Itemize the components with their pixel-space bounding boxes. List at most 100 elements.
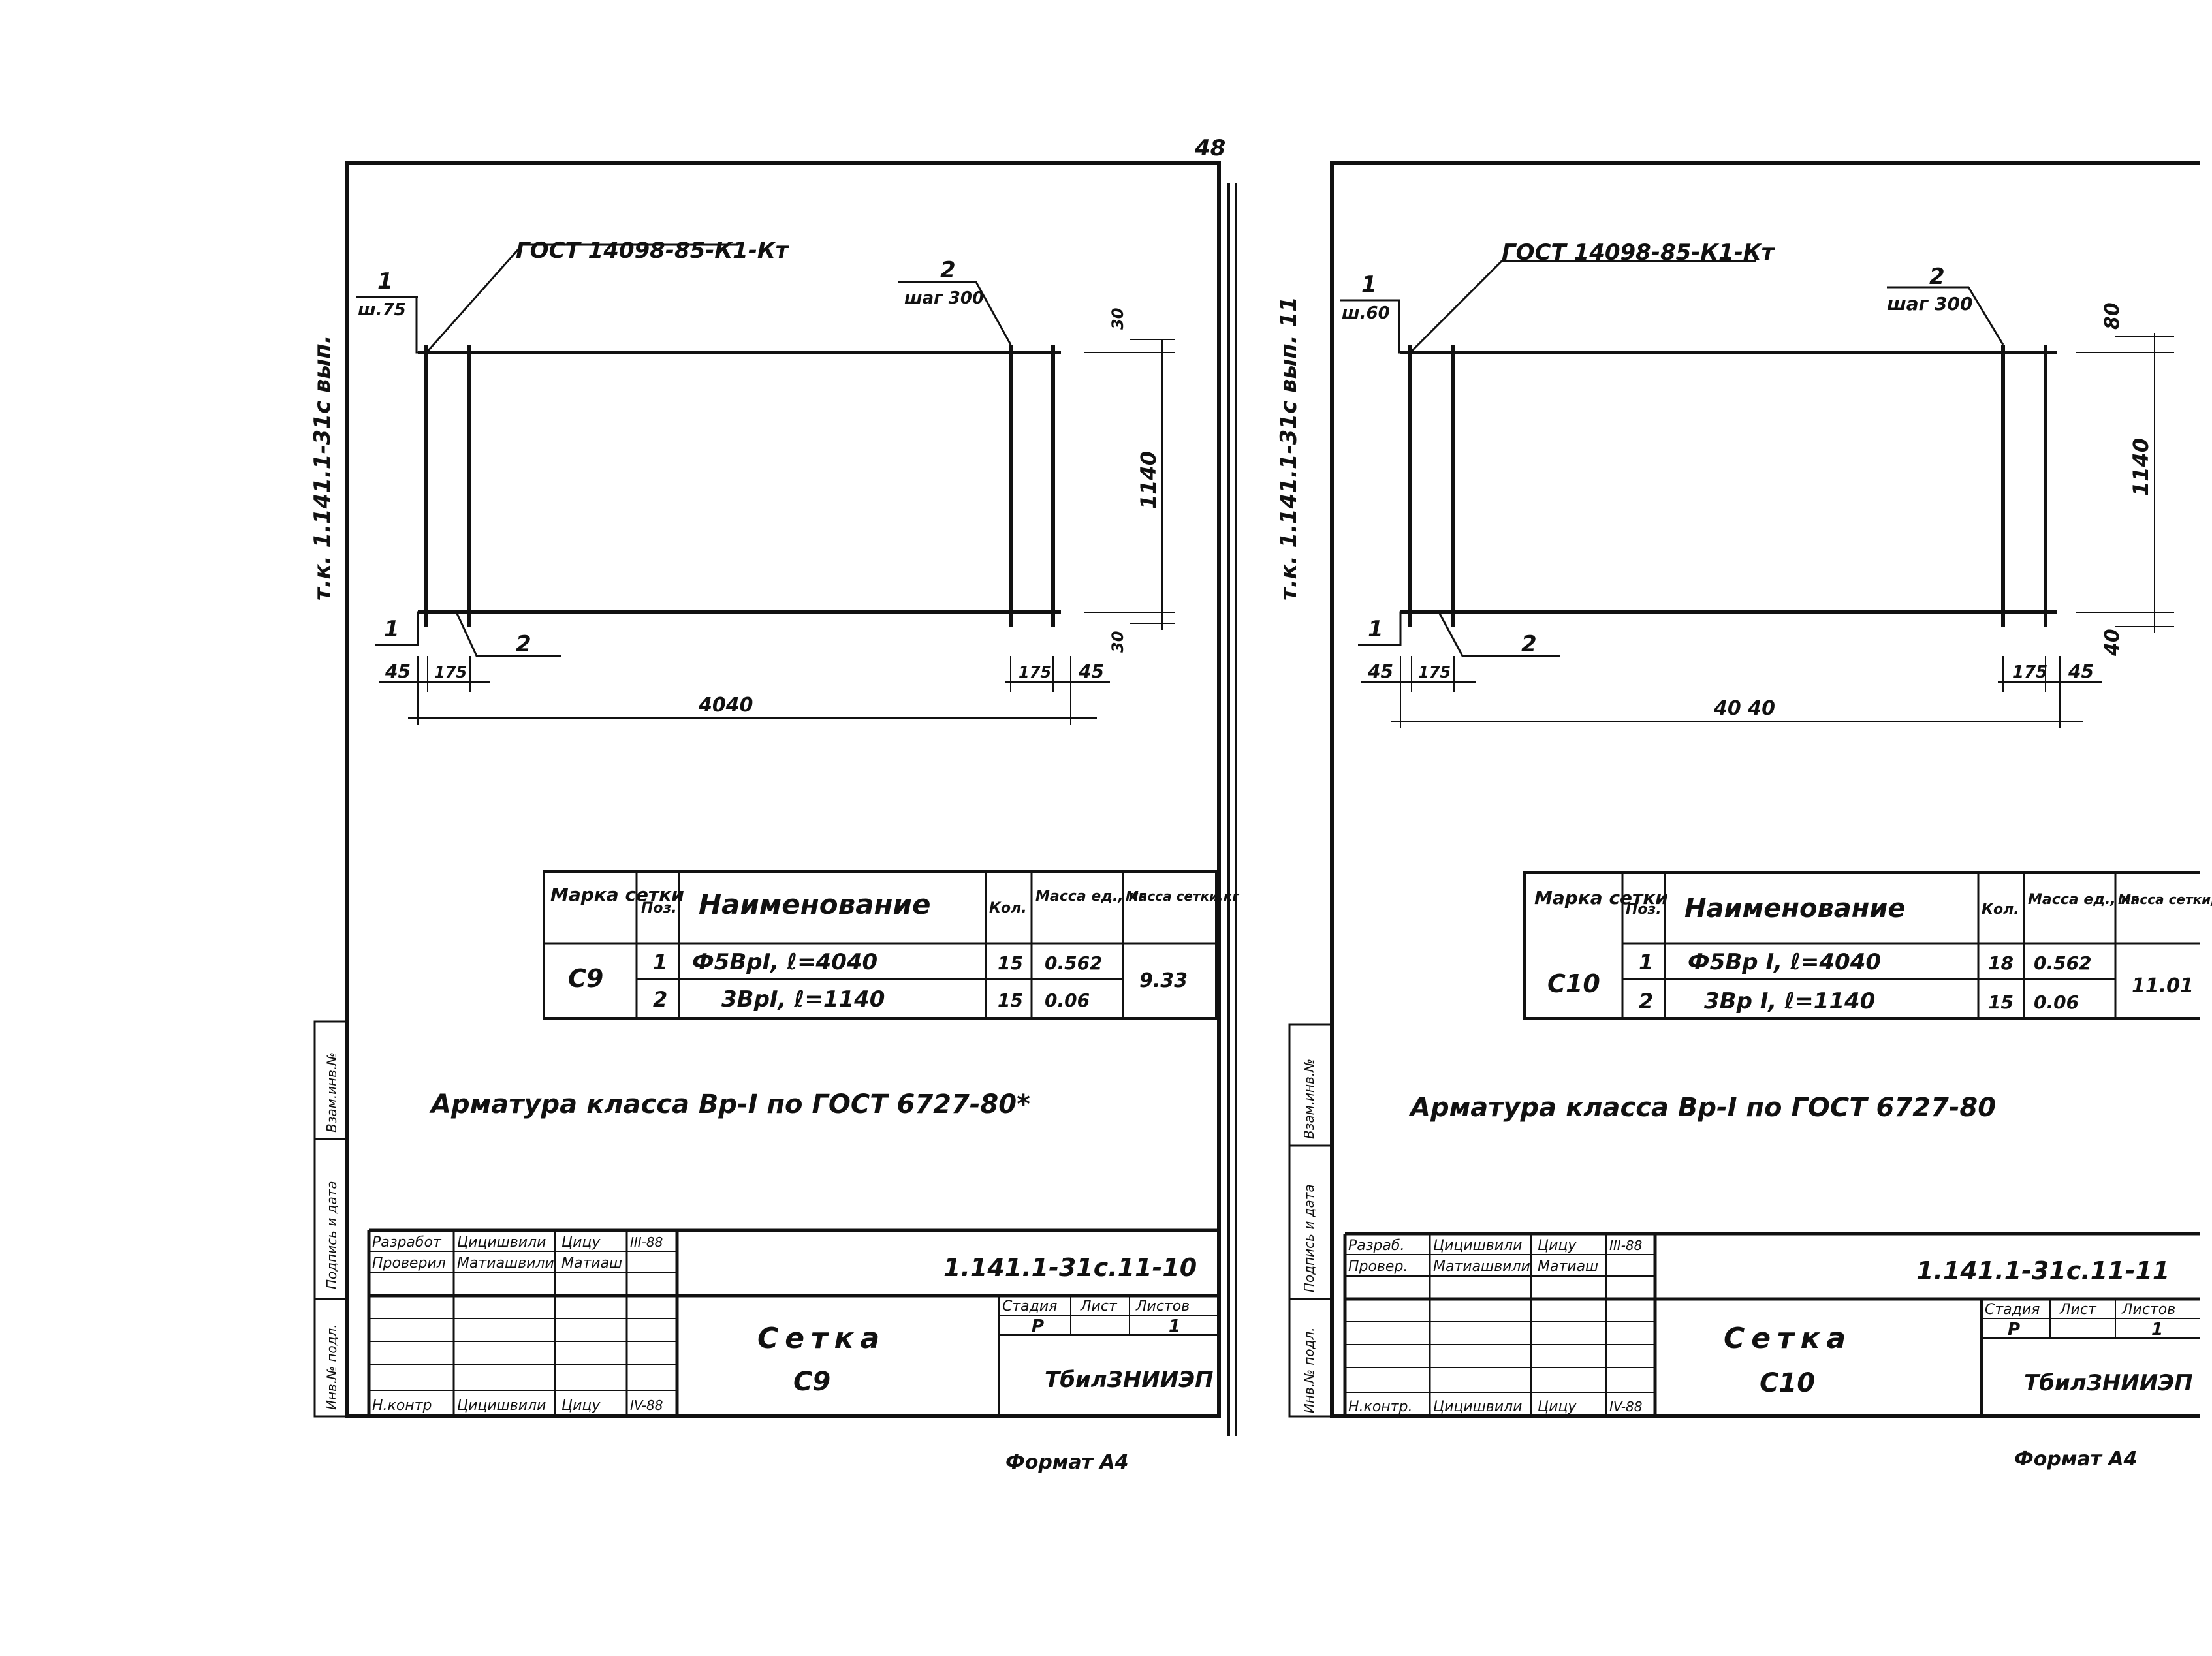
sheets-value: 1 bbox=[1169, 1317, 1180, 1336]
stamp-role-1: Разраб. bbox=[1348, 1238, 1404, 1254]
mesh-drawing bbox=[1400, 345, 2057, 627]
stamp-sign-2: Матиаш bbox=[561, 1255, 622, 1272]
dim-left-45: 45 bbox=[1367, 661, 1393, 682]
pos2-label-top: 2 bbox=[1929, 264, 1945, 290]
spec-table: Марка сетки Поз. Наименование Кол. Масса… bbox=[543, 870, 1239, 1020]
row2-name: 3Вр I, ℓ=1140 bbox=[1704, 988, 1875, 1014]
pos1-pitch: ш.60 bbox=[1342, 304, 1390, 323]
row1-name: Ф5Вр I, ℓ=4040 bbox=[1688, 949, 1881, 975]
row2-qty: 15 bbox=[998, 990, 1023, 1011]
stage-value: Р bbox=[2008, 1320, 2020, 1339]
dim-height: 1140 bbox=[1136, 451, 1161, 509]
page-number: 48 bbox=[1194, 135, 1225, 161]
pos2-pitch: шаг 300 bbox=[904, 289, 984, 308]
stamp-sign-3: Цицу bbox=[1538, 1399, 1577, 1415]
org-name: ТбилЗНИИЭП bbox=[2024, 1370, 2193, 1396]
stamp-name-3: Цицишвили bbox=[1433, 1399, 1522, 1415]
stamp-name-1: Цицишвили bbox=[1433, 1238, 1522, 1254]
strip-label-1: Взам.инв.№ bbox=[1301, 1059, 1317, 1139]
pos2-label-bottom: 2 bbox=[1521, 631, 1537, 657]
dim-left-175: 175 bbox=[434, 663, 467, 681]
sheet-label: Лист bbox=[1080, 1298, 1118, 1315]
pos1-pitch: ш.75 bbox=[358, 300, 406, 320]
row2-pos: 2 bbox=[653, 987, 667, 1012]
stamp-name-3: Цицишвили bbox=[457, 1398, 546, 1414]
stamp-role-2: Проверил bbox=[372, 1255, 446, 1272]
dim-top: 30 bbox=[1109, 308, 1127, 330]
row2-name: 3ВрI, ℓ=1140 bbox=[721, 986, 885, 1012]
stamp-name-2: Матиашвили bbox=[457, 1255, 554, 1272]
stamp-sign-2: Матиаш bbox=[1538, 1258, 1598, 1275]
stamp-role-1: Разработ bbox=[372, 1234, 442, 1251]
sheet-frame bbox=[345, 161, 1221, 1418]
doc-title: Сетка bbox=[757, 1322, 886, 1355]
th-qty: Кол. bbox=[1982, 901, 2019, 918]
stage-value: Р bbox=[1032, 1317, 1044, 1336]
pos2-label-bottom: 2 bbox=[516, 631, 531, 657]
rebar-note: Арматура класса Вр-I по ГОСТ 6727-80* bbox=[429, 1089, 1030, 1119]
title-block: Разработ Цицишвили Цицу III-88 Проверил … bbox=[367, 1228, 1219, 1416]
stamp-sign-3: Цицу bbox=[561, 1398, 601, 1414]
th-mark: Марка сетки bbox=[1534, 887, 1668, 909]
strip-label-2: Подпись и дата bbox=[1301, 1184, 1317, 1292]
pos2-label-top: 2 bbox=[940, 257, 956, 283]
stamp-sign-1: Цицу bbox=[1538, 1238, 1577, 1254]
strip-label-2: Подпись и дата bbox=[324, 1181, 340, 1289]
sheet-label: Лист bbox=[2059, 1302, 2097, 1318]
sheet-right: т.к. 1.141.1-31с вып. 11 ГОСТ 14098-85-К… bbox=[1276, 161, 2212, 1471]
row1-qty: 15 bbox=[998, 952, 1023, 974]
total-mass: 11.01 bbox=[2132, 975, 2194, 997]
dim-left-175: 175 bbox=[1418, 663, 1451, 681]
stamp-name-2: Матиашвили bbox=[1433, 1258, 1530, 1275]
spec-table: Марка сетки Поз. Наименование Кол. Масса… bbox=[1523, 871, 2212, 1020]
th-pos: Поз. bbox=[641, 900, 677, 916]
pos1-label-bottom: 1 bbox=[384, 616, 400, 642]
row1-mass: 0.562 bbox=[2034, 952, 2092, 974]
gost-callout: ГОСТ 14098-85-К1-Кт bbox=[516, 238, 790, 264]
row2-mass: 0.06 bbox=[1045, 990, 1090, 1011]
th-mass-total: Масса сетки, кг bbox=[2118, 892, 2212, 907]
stamp-role-2: Провер. bbox=[1348, 1258, 1408, 1275]
stamp-date-1: III-88 bbox=[630, 1234, 663, 1250]
doc-code: 1.141.1-31с.11-10 bbox=[943, 1253, 1197, 1282]
stamp-role-3: Н.контр bbox=[372, 1398, 432, 1414]
side-code: т.к. 1.141.1-31с вып. 11 bbox=[1276, 296, 1302, 601]
dim-top: 80 bbox=[2101, 302, 2124, 330]
strip-label-3: Инв.№ подл. bbox=[1301, 1327, 1317, 1413]
gost-callout: ГОСТ 14098-85-К1-Кт bbox=[1502, 240, 1776, 266]
pos2-pitch: шаг 300 bbox=[1887, 293, 1972, 315]
pos1-label-bottom: 1 bbox=[1368, 616, 1383, 642]
strip-label-1: Взам.инв.№ bbox=[324, 1052, 340, 1133]
row2-mass: 0.06 bbox=[2034, 992, 2079, 1013]
binding-strip: Взам.инв.№ Подпись и дата Инв.№ подл. bbox=[1288, 1023, 1333, 1418]
mesh-mark: С9 bbox=[568, 964, 603, 993]
row2-qty: 15 bbox=[1988, 992, 2014, 1013]
row1-pos: 1 bbox=[1639, 950, 1653, 975]
dim-height: 1140 bbox=[2128, 438, 2153, 496]
total-mass: 9.33 bbox=[1139, 969, 1188, 992]
th-mass-unit: Масса ед., кг bbox=[2028, 892, 2139, 908]
doc-subtitle: С9 bbox=[793, 1367, 830, 1397]
dim-length: 4040 bbox=[698, 694, 753, 717]
pos1-label-top: 1 bbox=[377, 268, 393, 294]
th-name: Наименование bbox=[699, 888, 930, 920]
row1-pos: 1 bbox=[653, 950, 667, 975]
format-label: Формат А4 bbox=[1005, 1451, 1129, 1474]
mesh-drawing bbox=[418, 345, 1061, 627]
stage-label: Стадия bbox=[1002, 1298, 1057, 1315]
sheets-label: Листов bbox=[2121, 1302, 2175, 1318]
doc-code: 1.141.1-31с.11-11 bbox=[1916, 1257, 2170, 1285]
stamp-date-1: III-88 bbox=[1609, 1238, 1642, 1253]
stamp-role-3: Н.контр. bbox=[1348, 1399, 1412, 1415]
stamp-date-3: IV-88 bbox=[630, 1398, 663, 1413]
row1-name: Ф5ВрI, ℓ=4040 bbox=[692, 949, 877, 975]
org-name: ТбилЗНИИЭП bbox=[1045, 1367, 1214, 1393]
format-label: Формат А4 bbox=[2014, 1448, 2138, 1471]
dim-bottom: 30 bbox=[1109, 631, 1127, 653]
dim-right-45: 45 bbox=[2068, 661, 2094, 682]
mesh-mark: С10 bbox=[1547, 969, 1600, 998]
sheets-label: Листов bbox=[1135, 1298, 1190, 1315]
dim-left-45: 45 bbox=[385, 661, 411, 682]
dim-right-45: 45 bbox=[1078, 661, 1104, 682]
